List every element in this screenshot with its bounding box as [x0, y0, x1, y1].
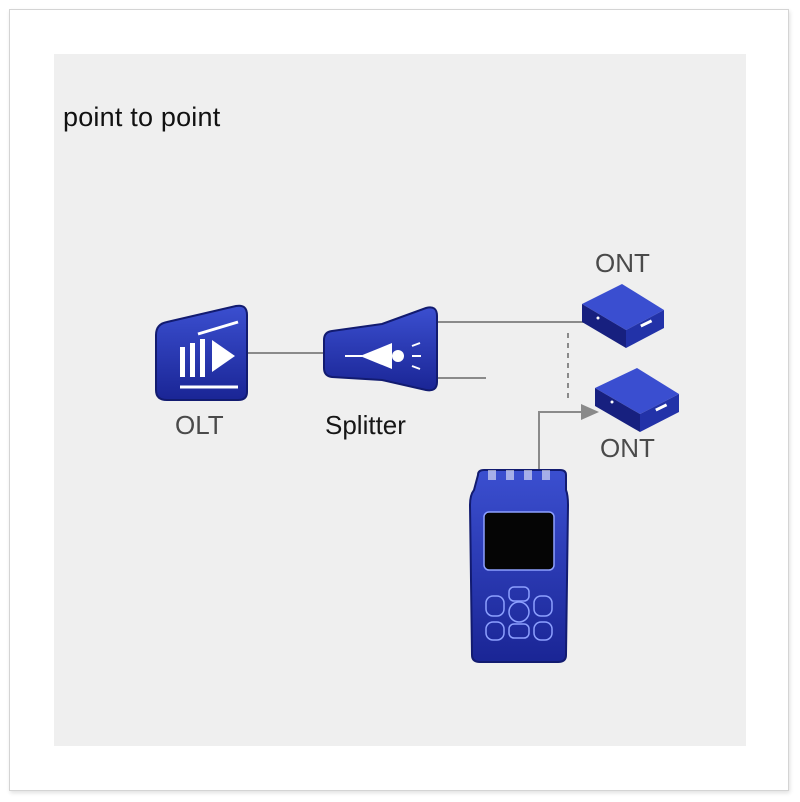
tester-ont-link — [538, 404, 599, 480]
splitter-icon — [323, 306, 438, 392]
olt-icon — [155, 304, 248, 401]
ont-bottom-label: ONT — [600, 433, 655, 463]
handheld-tester-icon — [468, 469, 570, 663]
ont-top-label: ONT — [595, 248, 650, 278]
connection-lines — [246, 321, 599, 480]
ont-bottom-icon — [595, 368, 679, 432]
splitter-label: Splitter — [325, 410, 406, 440]
ont-top-icon — [582, 284, 664, 348]
olt-label: OLT — [175, 410, 224, 440]
diagram-title: point to point — [63, 102, 221, 132]
